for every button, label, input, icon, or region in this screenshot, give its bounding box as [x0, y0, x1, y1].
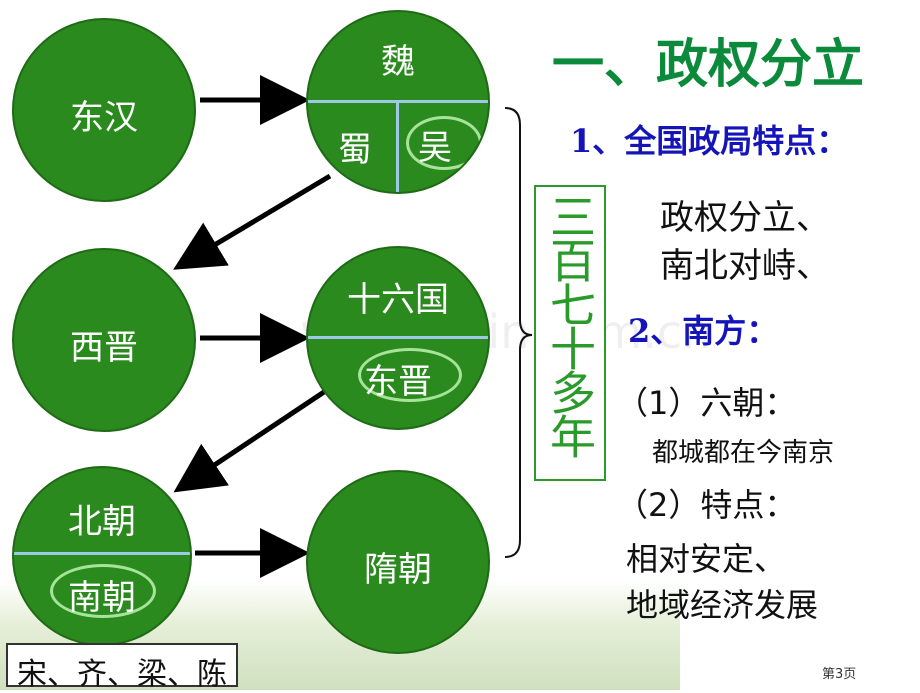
node-suichao: 隋朝: [306, 470, 490, 654]
node-xijin-label: 西晋: [70, 328, 138, 368]
sub2-line1: 相对安定、: [626, 540, 787, 578]
node-dongjin-label: 东晋: [364, 362, 432, 402]
node-shiliuguo-dongjin: 十六国 东晋: [306, 246, 490, 430]
section2-heading: 2、南方：: [628, 312, 779, 350]
sub2-heading: （2）特点：: [616, 486, 797, 524]
node-shiliuguo-label: 十六国: [347, 280, 449, 320]
node-beichao-label: 北朝: [68, 502, 136, 542]
sanguo-divider-horizontal: [308, 100, 488, 103]
node-donghan-label: 东汉: [70, 98, 138, 138]
section1-line1: 政权分立、: [660, 198, 830, 238]
node-nanbeichao: 北朝 南朝: [12, 466, 192, 646]
page-title: 一、政权分立: [552, 34, 865, 95]
node-xijin: 西晋: [12, 248, 196, 432]
nanchao-highlight-oval: [50, 564, 156, 618]
page-number: 第3页: [822, 667, 857, 682]
sanguo-divider-vertical: [396, 100, 399, 192]
curly-brace: [504, 107, 533, 558]
dongjin-highlight-oval: [358, 348, 462, 402]
arrow-shiliuguo-to-nanbeichao: [173, 385, 332, 493]
section1-line2: 南北对峙、: [660, 246, 830, 286]
sub1-heading: （1）六朝：: [616, 384, 797, 422]
nanbeichao-divider: [14, 552, 190, 555]
southern-dynasties-box: 宋、齐、梁、陈: [6, 643, 238, 692]
duration-label-box: 三百七十多年: [534, 185, 606, 481]
node-donghan: 东汉: [12, 18, 196, 202]
wu-highlight-oval: [406, 116, 482, 170]
node-sanguo: 魏 蜀 吴: [306, 10, 490, 194]
node-wei-label: 魏: [381, 42, 415, 82]
southern-dynasties-text: 宋、齐、梁、陈: [17, 657, 227, 692]
node-suichao-label: 隋朝: [364, 550, 432, 590]
arrow-sanguo-to-xijin: [173, 173, 332, 270]
shiliuguo-divider: [308, 336, 488, 339]
sub2-line2: 地域经济发展: [626, 586, 819, 624]
node-nanchao-label: 南朝: [68, 578, 136, 618]
section1-heading: 1、全国政局特点：: [570, 122, 849, 160]
sub1-text: 都城都在今南京: [652, 438, 835, 468]
node-shu-label: 蜀: [338, 130, 372, 170]
duration-label: 三百七十多年: [543, 193, 597, 457]
node-wu-label: 吴: [418, 128, 452, 168]
